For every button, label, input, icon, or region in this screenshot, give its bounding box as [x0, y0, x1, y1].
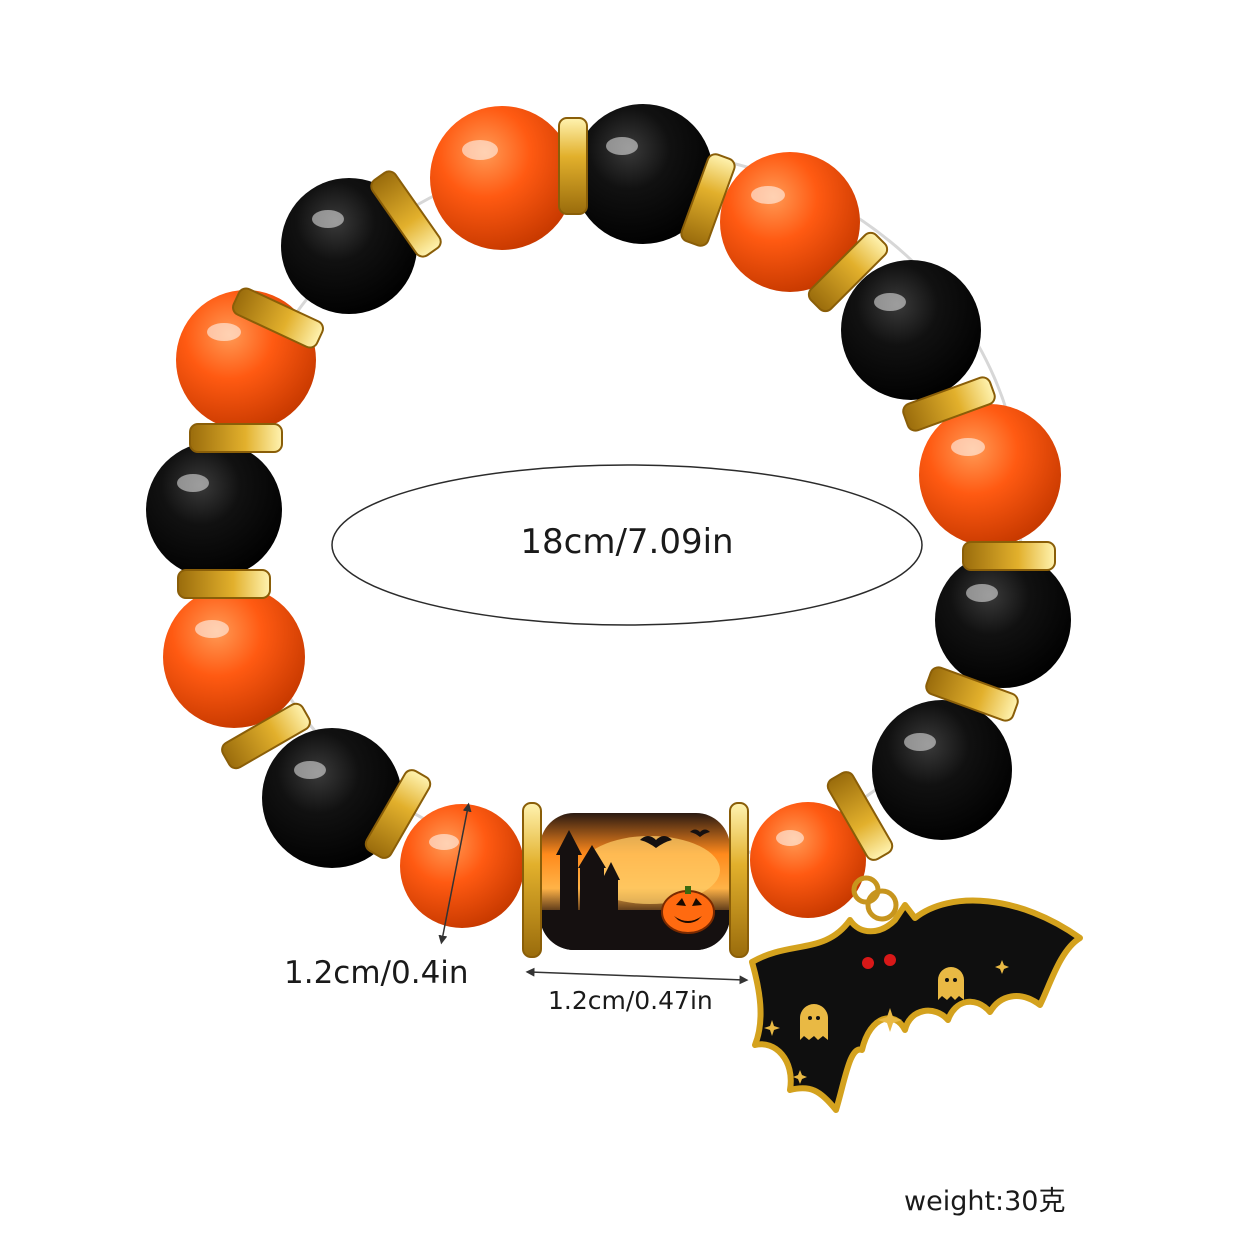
gold-spacers [177, 117, 1056, 861]
circumference-label: 18cm/7.09in [0, 522, 1254, 562]
tube-size-arrow [525, 967, 749, 985]
black-bead [872, 700, 1012, 840]
gold-spacer [232, 287, 324, 349]
castle-icon [540, 830, 730, 950]
gold-spacer [680, 153, 736, 247]
gold-spacer [189, 423, 283, 453]
tube-size-label: 1.2cm/0.47in [548, 986, 713, 1015]
gold-spacer [925, 666, 1019, 722]
gold-end-cap [522, 802, 542, 958]
bat-charm [749, 875, 1083, 1113]
black-bead [573, 104, 713, 244]
bead-size-arrow [438, 802, 472, 945]
gold-end-cap [729, 802, 749, 958]
gold-spacer [902, 376, 996, 432]
orange-bead [720, 152, 860, 292]
ghost-icon [938, 967, 964, 1000]
black-bead [262, 728, 402, 868]
gold-spacer [364, 769, 432, 859]
weight-label: weight:30克 [904, 1186, 1066, 1217]
black-bead [146, 442, 282, 578]
gold-spacer [826, 771, 894, 861]
star-icon [764, 960, 1009, 1084]
orange-bead [430, 106, 574, 250]
gold-spacer [177, 569, 271, 599]
black-bead [841, 260, 981, 400]
circumference-text: 18cm/7.09in [520, 522, 734, 562]
gold-spacer [807, 231, 889, 313]
halloween-tube-bead [540, 813, 730, 950]
circumference-ellipse [331, 464, 923, 626]
black-bead [935, 552, 1071, 688]
gold-spacer [221, 702, 311, 770]
pumpkin-icon [661, 886, 715, 934]
gold-spacer [962, 541, 1056, 571]
bead-ring [146, 104, 1071, 928]
gold-spacer [370, 170, 442, 258]
gold-spacer [558, 117, 588, 215]
orange-bead [400, 804, 524, 928]
ghost-icon [800, 1004, 828, 1040]
orange-bead [750, 802, 866, 918]
bat-charm-icon [749, 897, 1083, 1113]
orange-bead [919, 404, 1061, 546]
bead-size-label: 1.2cm/0.4in [284, 955, 469, 991]
black-bead [281, 178, 417, 314]
orange-bead [163, 586, 305, 728]
